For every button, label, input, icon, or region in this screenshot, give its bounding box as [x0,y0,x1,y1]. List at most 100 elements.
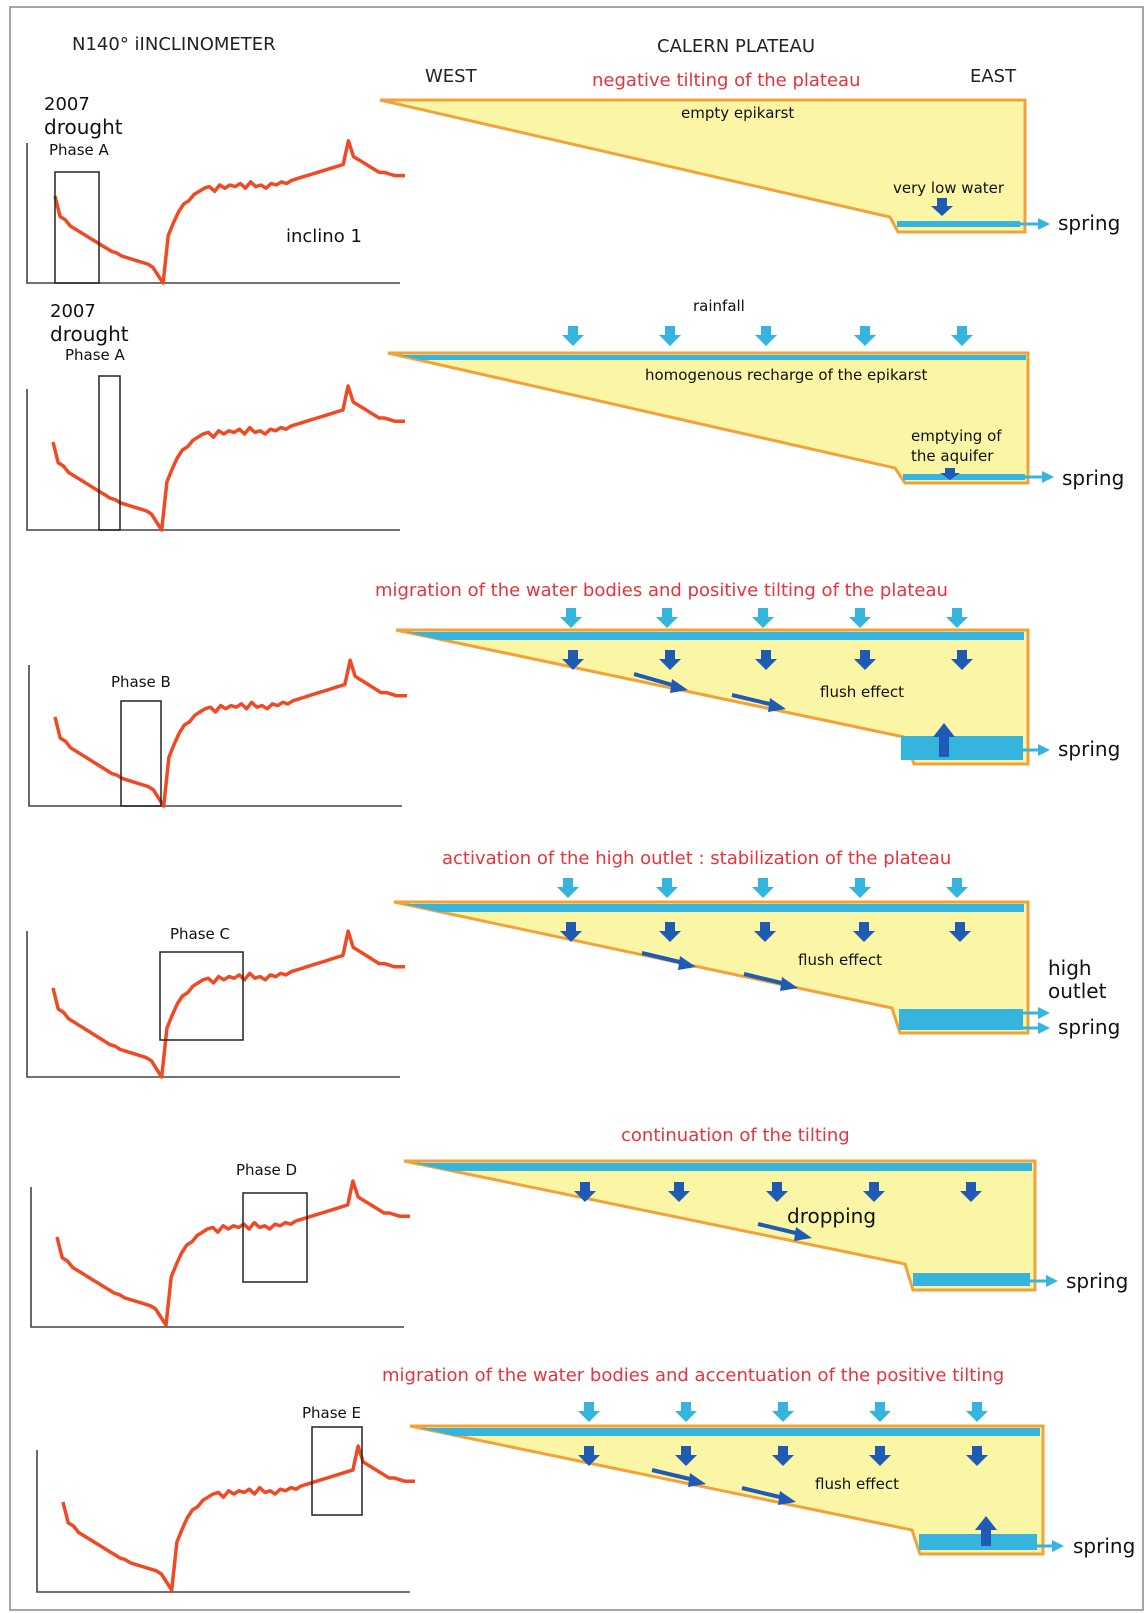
phase-label: Phase A [65,346,126,364]
phase-label: Phase B [111,673,171,691]
plateau-diagram-1: negative tilting of the plateau spring e… [379,70,1120,235]
spring-label: spring [1058,737,1120,761]
rain-arrow-icon [752,608,774,628]
recharge-label: homogenous recharge of the epikarst [645,366,928,384]
epikarst-water-layer [404,904,1024,912]
arrow-down-icon [931,198,953,216]
phase-box [311,1426,363,1516]
phase-box [98,375,121,531]
inclination-curve [53,139,405,285]
phase-label: Phase A [49,141,110,159]
diagram-title: activation of the high outlet : stabiliz… [442,848,951,869]
rain-arrow-icon [656,878,678,898]
diagram-title: migration of the water bodies and accent… [382,1365,1004,1386]
phase-box [54,171,100,284]
water-body [913,1273,1030,1286]
diagram-title: continuation of the tilting [621,1125,850,1146]
spring-arrow-head [1042,471,1054,483]
chart-axes [26,931,400,1078]
inclination-curve [55,1179,410,1327]
phase-box [159,951,244,1041]
phase-box [242,1192,308,1283]
drop-arrow-icon [675,1446,697,1466]
plateau-diagram-5: continuation of the tilting spring dropp… [403,1125,1128,1293]
inclinometer-chart-3: Phase B [28,658,407,808]
chart-axes [28,665,402,807]
panel-5: Phase D continuation of the tilting spri… [30,1125,1128,1328]
water-body [901,736,1023,760]
spring-label: spring [1058,211,1120,235]
drought-label: drought [44,115,123,139]
water-body [897,221,1020,227]
drop-arrow-icon [668,1182,690,1202]
rain-arrow-icon [946,878,968,898]
very-low-water-label: very low water [893,179,1005,197]
arrow-up-icon [975,1516,997,1546]
spring-arrow-head [1038,218,1050,230]
rain-arrow-icon [854,326,876,346]
rain-arrow-icon [560,608,582,628]
phase-box [120,700,162,807]
chart-axes [36,1450,410,1593]
rain-arrow-icon [675,1402,697,1422]
year-label: 2007 [50,301,96,322]
epikarst-water-layer [406,632,1024,640]
rain-arrow-icon [656,608,678,628]
inclination-curve [53,658,407,808]
drop-arrow-icon [574,1182,596,1202]
water-body [919,1534,1037,1550]
inclinometer-chart-1: 2007 drought Phase A inclino 1 [26,94,405,285]
plateau-header: CALERN PLATEAU [657,36,815,57]
aquifer-label: the aquifer [911,447,994,465]
water-body [899,1009,1023,1030]
epikarst-water-layer [414,1163,1032,1171]
spring-arrow-head [1046,1275,1058,1287]
drought-label: drought [50,322,129,346]
west-label: WEST [425,66,478,87]
arrow-up-icon [933,723,955,757]
inclinometer-chart-6: Phase E [36,1404,415,1593]
inclinometer-chart-4: Phase C [26,925,405,1079]
water-body [903,474,1025,480]
diagram-title: negative tilting of the plateau [592,70,860,91]
flush-effect-label: flush effect [815,1475,899,1493]
panel-2: 2007 drought Phase A rainfall spring hom… [26,297,1124,532]
inclinometer-chart-5: Phase D [30,1161,410,1328]
migration-arrow-icon [633,672,688,693]
inclinometer-header: N140° iINCLINOMETER [72,34,276,55]
drop-arrow-icon [754,922,776,942]
high-outlet-arrow-head [1038,1007,1050,1019]
rain-arrow-icon [659,326,681,346]
drop-arrow-icon [854,650,876,670]
plateau-diagram-3: migration of the water bodies and positi… [375,580,1120,766]
panel-4: Phase C activation of the high outlet : … [26,848,1120,1079]
phase-label: Phase C [170,925,230,943]
drop-arrow-icon [560,922,582,942]
drop-arrow-icon [960,1182,982,1202]
drop-arrow-icon [863,1182,885,1202]
rain-arrow-icon [946,608,968,628]
chart-axes [26,143,400,284]
flush-effect-label: flush effect [820,683,904,701]
spring-arrow-head [1038,1022,1050,1034]
arrow-down-icon [940,468,960,480]
year-label: 2007 [44,94,90,115]
inclinometer-chart-2: 2007 drought Phase A [26,301,405,532]
drop-arrow-icon [562,650,584,670]
drop-arrow-icon [659,650,681,670]
panel-1: 2007 drought Phase A inclino 1 negative … [26,70,1120,285]
drop-arrow-icon [766,1182,788,1202]
high-label: high [1048,956,1092,980]
drop-arrow-icon [659,922,681,942]
drop-arrow-icon [949,922,971,942]
plateau-diagram-2: rainfall spring homogenous recharge of t… [387,297,1124,490]
drop-arrow-icon [853,922,875,942]
rain-arrow-icon [966,1402,988,1422]
phase-label: Phase E [302,1404,361,1422]
dropping-label: dropping [787,1204,876,1228]
panel-6: Phase E migration of the water bodies an… [36,1365,1135,1593]
drop-arrow-icon [772,1446,794,1466]
drop-arrow-icon [869,1446,891,1466]
plateau-wedge [387,351,1030,485]
